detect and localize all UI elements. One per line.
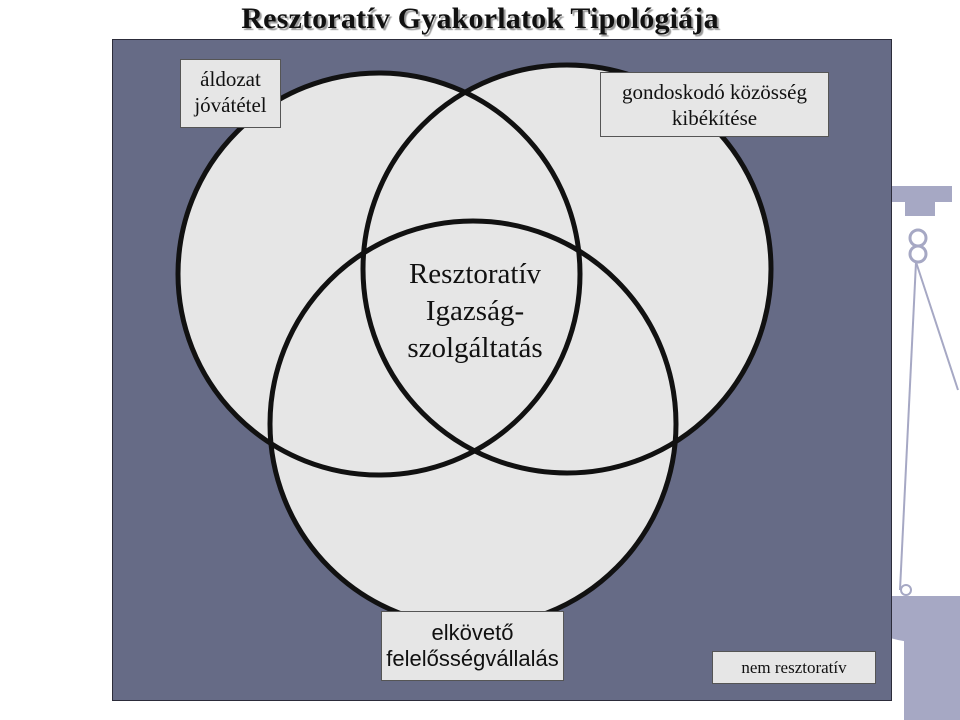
center-label: Resztoratív Igazság- szolgáltatás xyxy=(330,256,620,367)
victim-label-line: jóvátétel xyxy=(194,93,267,117)
community-label-line: kibékítése xyxy=(671,106,758,130)
community-label-line: gondoskodó közösség xyxy=(622,80,807,104)
circle-victim-outline xyxy=(175,70,583,478)
venn-diagram xyxy=(175,62,774,630)
community-label-box: gondoskodó közösség kibékítése xyxy=(600,72,829,137)
victim-label-box: áldozat jóvátétel xyxy=(180,59,281,128)
scales-of-justice-icon xyxy=(890,186,960,720)
offender-label-box: elkövető felelősségvállalás xyxy=(381,611,564,681)
offender-label-line: felelősségvállalás xyxy=(386,646,559,671)
offender-label-line: elkövető xyxy=(431,620,514,645)
victim-label-line: áldozat xyxy=(200,67,261,91)
legend-nonrestorative: nem resztoratív xyxy=(712,651,876,684)
diagram-panel xyxy=(112,39,892,701)
center-label-line: Resztoratív xyxy=(408,258,542,290)
page-title: Resztoratív Gyakorlatok Tipológiája xyxy=(241,2,719,35)
center-label-line: Igazság- xyxy=(425,295,525,327)
circle-community-outline xyxy=(360,62,774,476)
center-label-line: szolgáltatás xyxy=(407,332,543,364)
